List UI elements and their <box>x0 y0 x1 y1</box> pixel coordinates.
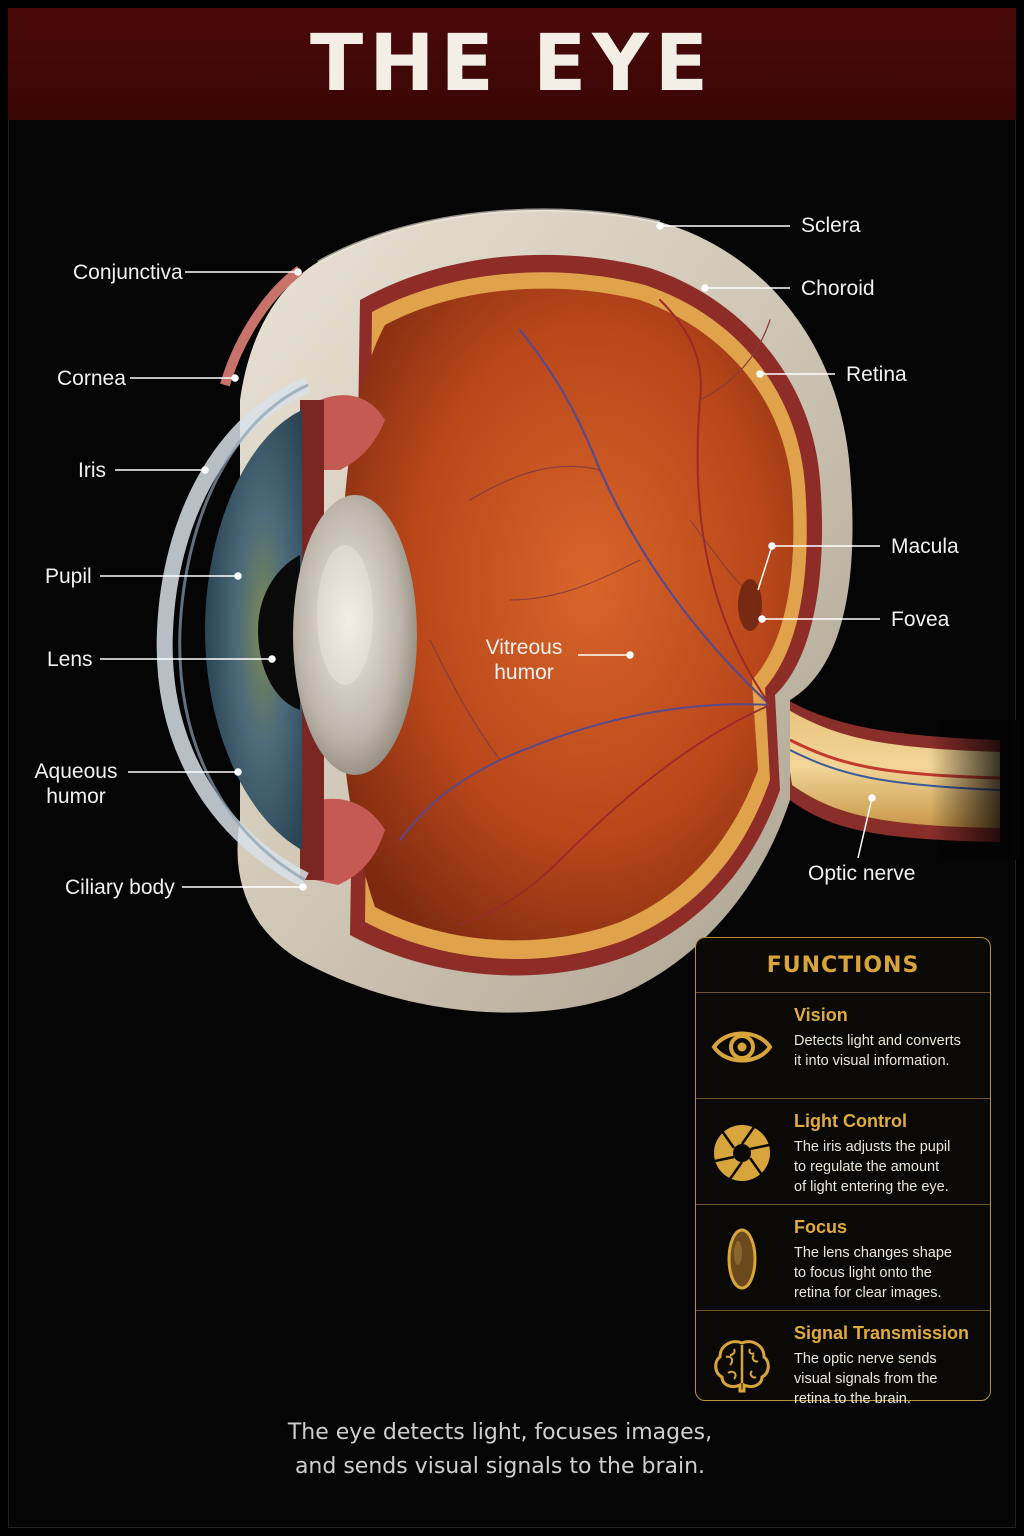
aperture-icon <box>710 1121 774 1185</box>
function-description: The optic nerve sends visual signals fro… <box>794 1349 984 1409</box>
label-conjunctiva: Conjunctiva <box>73 260 183 285</box>
label-aqueous-humor-line2: humor <box>30 784 122 809</box>
function-description: The iris adjusts the pupil to regulate t… <box>794 1137 984 1197</box>
function-description: The lens changes shape to focus light on… <box>794 1243 984 1303</box>
label-macula: Macula <box>891 534 959 559</box>
function-item-signal-transmission: Signal Transmission The optic nerve send… <box>696 1311 990 1417</box>
label-aqueous-humor: Aqueous humor <box>30 759 122 809</box>
function-item-vision: Vision Detects light and converts it int… <box>696 993 990 1099</box>
bottom-caption: The eye detects light, focuses images, a… <box>200 1416 800 1484</box>
label-vitreous-humor-line2: humor <box>478 660 570 685</box>
label-choroid: Choroid <box>801 276 875 301</box>
eye-icon <box>710 1015 774 1079</box>
caption-line-1: The eye detects light, focuses images, <box>200 1416 800 1450</box>
functions-panel: FUNCTIONS Vision Detects light and conve… <box>695 937 991 1401</box>
label-retina: Retina <box>846 362 907 387</box>
caption-line-2: and sends visual signals to the brain. <box>200 1450 800 1484</box>
label-fovea: Fovea <box>891 607 949 632</box>
label-vitreous-humor-line1: Vitreous <box>478 635 570 660</box>
optic-nerve-shape <box>770 690 1020 860</box>
function-item-light-control: Light Control The iris adjusts the pupil… <box>696 1099 990 1205</box>
label-optic-nerve: Optic nerve <box>808 861 915 886</box>
label-vitreous-humor: Vitreous humor <box>478 635 570 685</box>
label-iris: Iris <box>78 458 106 483</box>
brain-icon <box>710 1333 774 1397</box>
label-ciliary-body: Ciliary body <box>65 875 175 900</box>
label-sclera: Sclera <box>801 213 861 238</box>
label-pupil: Pupil <box>45 564 92 589</box>
functions-heading: FUNCTIONS <box>696 938 990 993</box>
function-name: Signal Transmission <box>794 1323 969 1344</box>
label-cornea: Cornea <box>57 366 126 391</box>
function-name: Vision <box>794 1005 848 1026</box>
function-name: Focus <box>794 1217 847 1238</box>
function-item-focus: Focus The lens changes shape to focus li… <box>696 1205 990 1311</box>
function-name: Light Control <box>794 1111 907 1132</box>
label-lens: Lens <box>47 647 93 672</box>
lens-icon <box>710 1227 774 1291</box>
label-aqueous-humor-line1: Aqueous <box>30 759 122 784</box>
function-description: Detects light and converts it into visua… <box>794 1031 984 1071</box>
